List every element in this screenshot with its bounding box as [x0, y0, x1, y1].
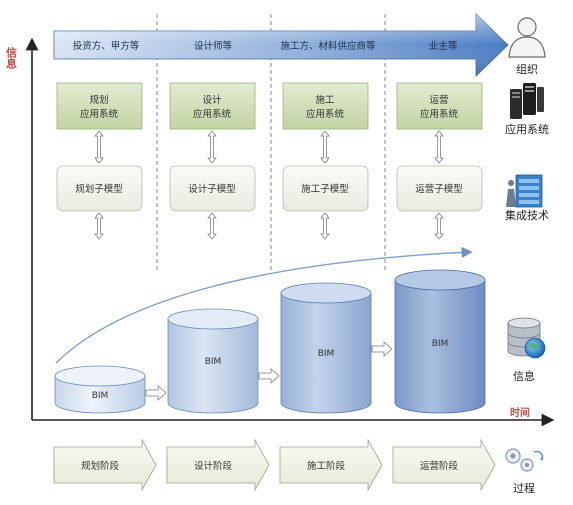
x-axis-label: 时间 [510, 406, 530, 419]
svg-text:规划: 规划 [89, 94, 108, 106]
svg-text:BIM: BIM [92, 391, 109, 401]
bim-cylinder-4: BIM [394, 269, 486, 414]
right-label-information: 信息 [513, 369, 535, 383]
banner-segment-owner: 业主等 [429, 40, 458, 52]
svg-text:施工阶段: 施工阶段 [307, 460, 346, 472]
organization-banner: 投资方、甲方等 设计师等 施工方、材料供应商等 业主等 [53, 13, 509, 77]
svg-text:应用系统: 应用系统 [193, 108, 232, 120]
banner-segment-designer: 设计师等 [194, 40, 233, 52]
banner-segment-investor: 投资方、甲方等 [73, 40, 140, 52]
server-tower-icon [510, 83, 544, 119]
svg-text:规划阶段: 规划阶段 [81, 460, 120, 472]
banner-segment-contractor: 施工方、材料供应商等 [280, 40, 376, 52]
svg-text:BIM: BIM [318, 349, 335, 359]
system-box-construction: 施工 应用系统 [282, 82, 369, 130]
bim-cylinder-2: BIM [167, 308, 259, 414]
svg-text:运营阶段: 运营阶段 [420, 460, 459, 472]
right-label-organization: 组织 [516, 62, 538, 76]
network-rack-icon [506, 174, 543, 208]
vertical-connectors [94, 130, 444, 240]
cylinder-transition-arrows [145, 341, 393, 401]
system-box-planning: 规划 应用系统 [56, 82, 143, 130]
stage-arrow-operation: 运营阶段 [392, 438, 496, 492]
svg-text:设计阶段: 设计阶段 [194, 460, 233, 472]
system-box-design: 设计 应用系统 [169, 82, 256, 130]
svg-text:规划子模型: 规划子模型 [75, 183, 123, 195]
information-growth-curve [55, 246, 473, 364]
svg-text:施工: 施工 [315, 94, 335, 106]
process-gears-icon [505, 448, 544, 472]
submodel-box-design: 设计子模型 [169, 165, 256, 212]
right-label-integration: 集成技术 [505, 208, 549, 222]
y-axis-label: 信息 [5, 46, 18, 69]
right-label-process: 过程 [513, 482, 535, 495]
person-icon [508, 17, 546, 58]
svg-text:应用系统: 应用系统 [80, 108, 119, 120]
svg-text:应用系统: 应用系统 [306, 108, 345, 120]
svg-text:设计子模型: 设计子模型 [188, 183, 236, 195]
submodel-box-planning: 规划子模型 [56, 165, 143, 212]
submodel-box-construction: 施工子模型 [282, 165, 369, 212]
svg-text:施工子模型: 施工子模型 [301, 183, 349, 195]
right-label-application: 应用系统 [505, 122, 549, 136]
svg-text:BIM: BIM [205, 357, 222, 367]
system-box-operation: 运营 应用系统 [396, 82, 483, 130]
bim-cylinder-1: BIM [54, 365, 146, 414]
stage-arrow-construction: 施工阶段 [279, 438, 383, 492]
svg-text:设计: 设计 [202, 94, 222, 106]
bim-cylinder-3: BIM [280, 282, 372, 414]
svg-text:运营: 运营 [429, 94, 448, 106]
svg-text:运营子模型: 运营子模型 [415, 183, 463, 195]
svg-text:BIM: BIM [432, 339, 449, 349]
stage-arrow-planning: 规划阶段 [53, 438, 157, 492]
stage-arrow-design: 设计阶段 [166, 438, 270, 492]
submodel-box-operation: 运营子模型 [396, 165, 483, 212]
database-globe-icon [507, 317, 546, 359]
svg-text:应用系统: 应用系统 [420, 108, 459, 120]
